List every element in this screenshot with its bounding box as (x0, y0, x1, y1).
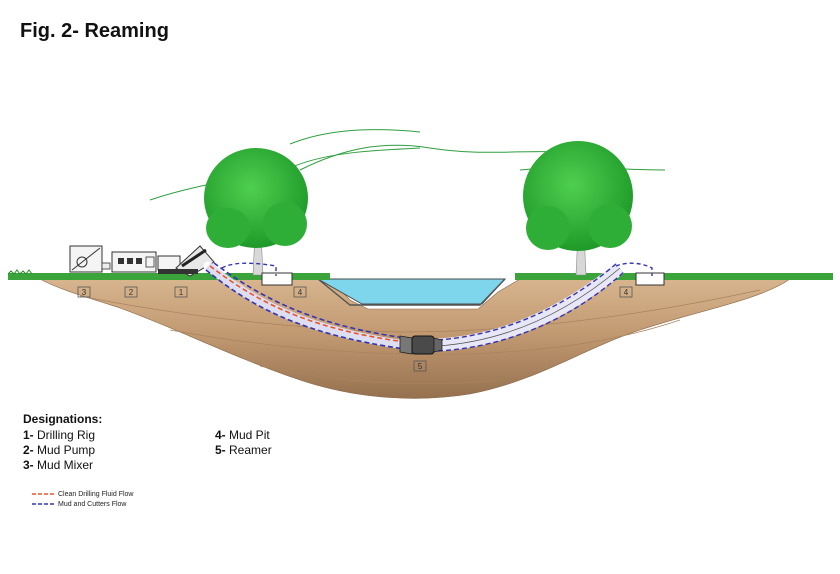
svg-text:2: 2 (129, 288, 134, 297)
river-bed (317, 278, 506, 306)
mud-pit-right-icon (635, 272, 665, 286)
designations-left-column: 1- Drilling Rig 2- Mud Pump 3- Mud Mixer (23, 428, 213, 473)
svg-text:5: 5 (418, 362, 423, 371)
bore-path-left (203, 261, 410, 350)
bore-path-right (431, 261, 627, 352)
clean-flow-arrow-icon (32, 493, 54, 495)
mud-pump-icon (111, 251, 157, 273)
callout-mixer: 3 (77, 286, 91, 298)
flow-legend: Clean Drilling Fluid Flow Mud and Cutter… (32, 489, 133, 509)
designations-right-column: 4- Mud Pit 5- Reamer (215, 428, 405, 458)
mud-flow-line-lower (205, 269, 406, 350)
designation-item: 1- Drilling Rig (23, 428, 96, 442)
return-flow-right (615, 262, 653, 276)
designations-list: Designations: 1- Drilling Rig 2- Mud Pum… (23, 412, 272, 472)
legend-mud-flow: Mud and Cutters Flow (32, 499, 133, 509)
reamer-icon (399, 335, 443, 355)
mud-flow-arrow-icon (32, 503, 54, 505)
mud-pit-left-icon (261, 272, 293, 286)
drilling-rig-icon (157, 245, 215, 277)
svg-text:4: 4 (298, 288, 303, 297)
mud-flow-line-upper (213, 262, 406, 339)
svg-text:3: 3 (82, 288, 87, 297)
svg-text:4: 4 (624, 288, 629, 297)
callout-rig: 1 (174, 286, 188, 298)
svg-text:1: 1 (179, 288, 184, 297)
callout-pump: 2 (124, 286, 138, 298)
return-flow-left (221, 262, 277, 276)
soil-strata (79, 289, 761, 384)
legend-clean-flow: Clean Drilling Fluid Flow (32, 489, 133, 499)
tree-left (204, 148, 308, 276)
tree-right (523, 141, 633, 276)
callout-reamer: 5 (413, 360, 427, 372)
grass (7, 269, 833, 280)
designation-item: 2- Mud Pump (23, 443, 96, 457)
designations-heading: Designations: (23, 412, 103, 426)
callout-pit-right: 4 (619, 286, 633, 298)
river-water (316, 278, 507, 305)
designation-item: 3- Mud Mixer (23, 458, 94, 472)
callout-pit-left: 4 (293, 286, 307, 298)
designation-item: 5- Reamer (215, 443, 272, 457)
clean-flow-line (209, 265, 406, 343)
mud-mixer-icon (69, 245, 111, 273)
figure-title: Fig. 2- Reaming (20, 20, 169, 42)
designation-item: 4- Mud Pit (215, 428, 270, 442)
